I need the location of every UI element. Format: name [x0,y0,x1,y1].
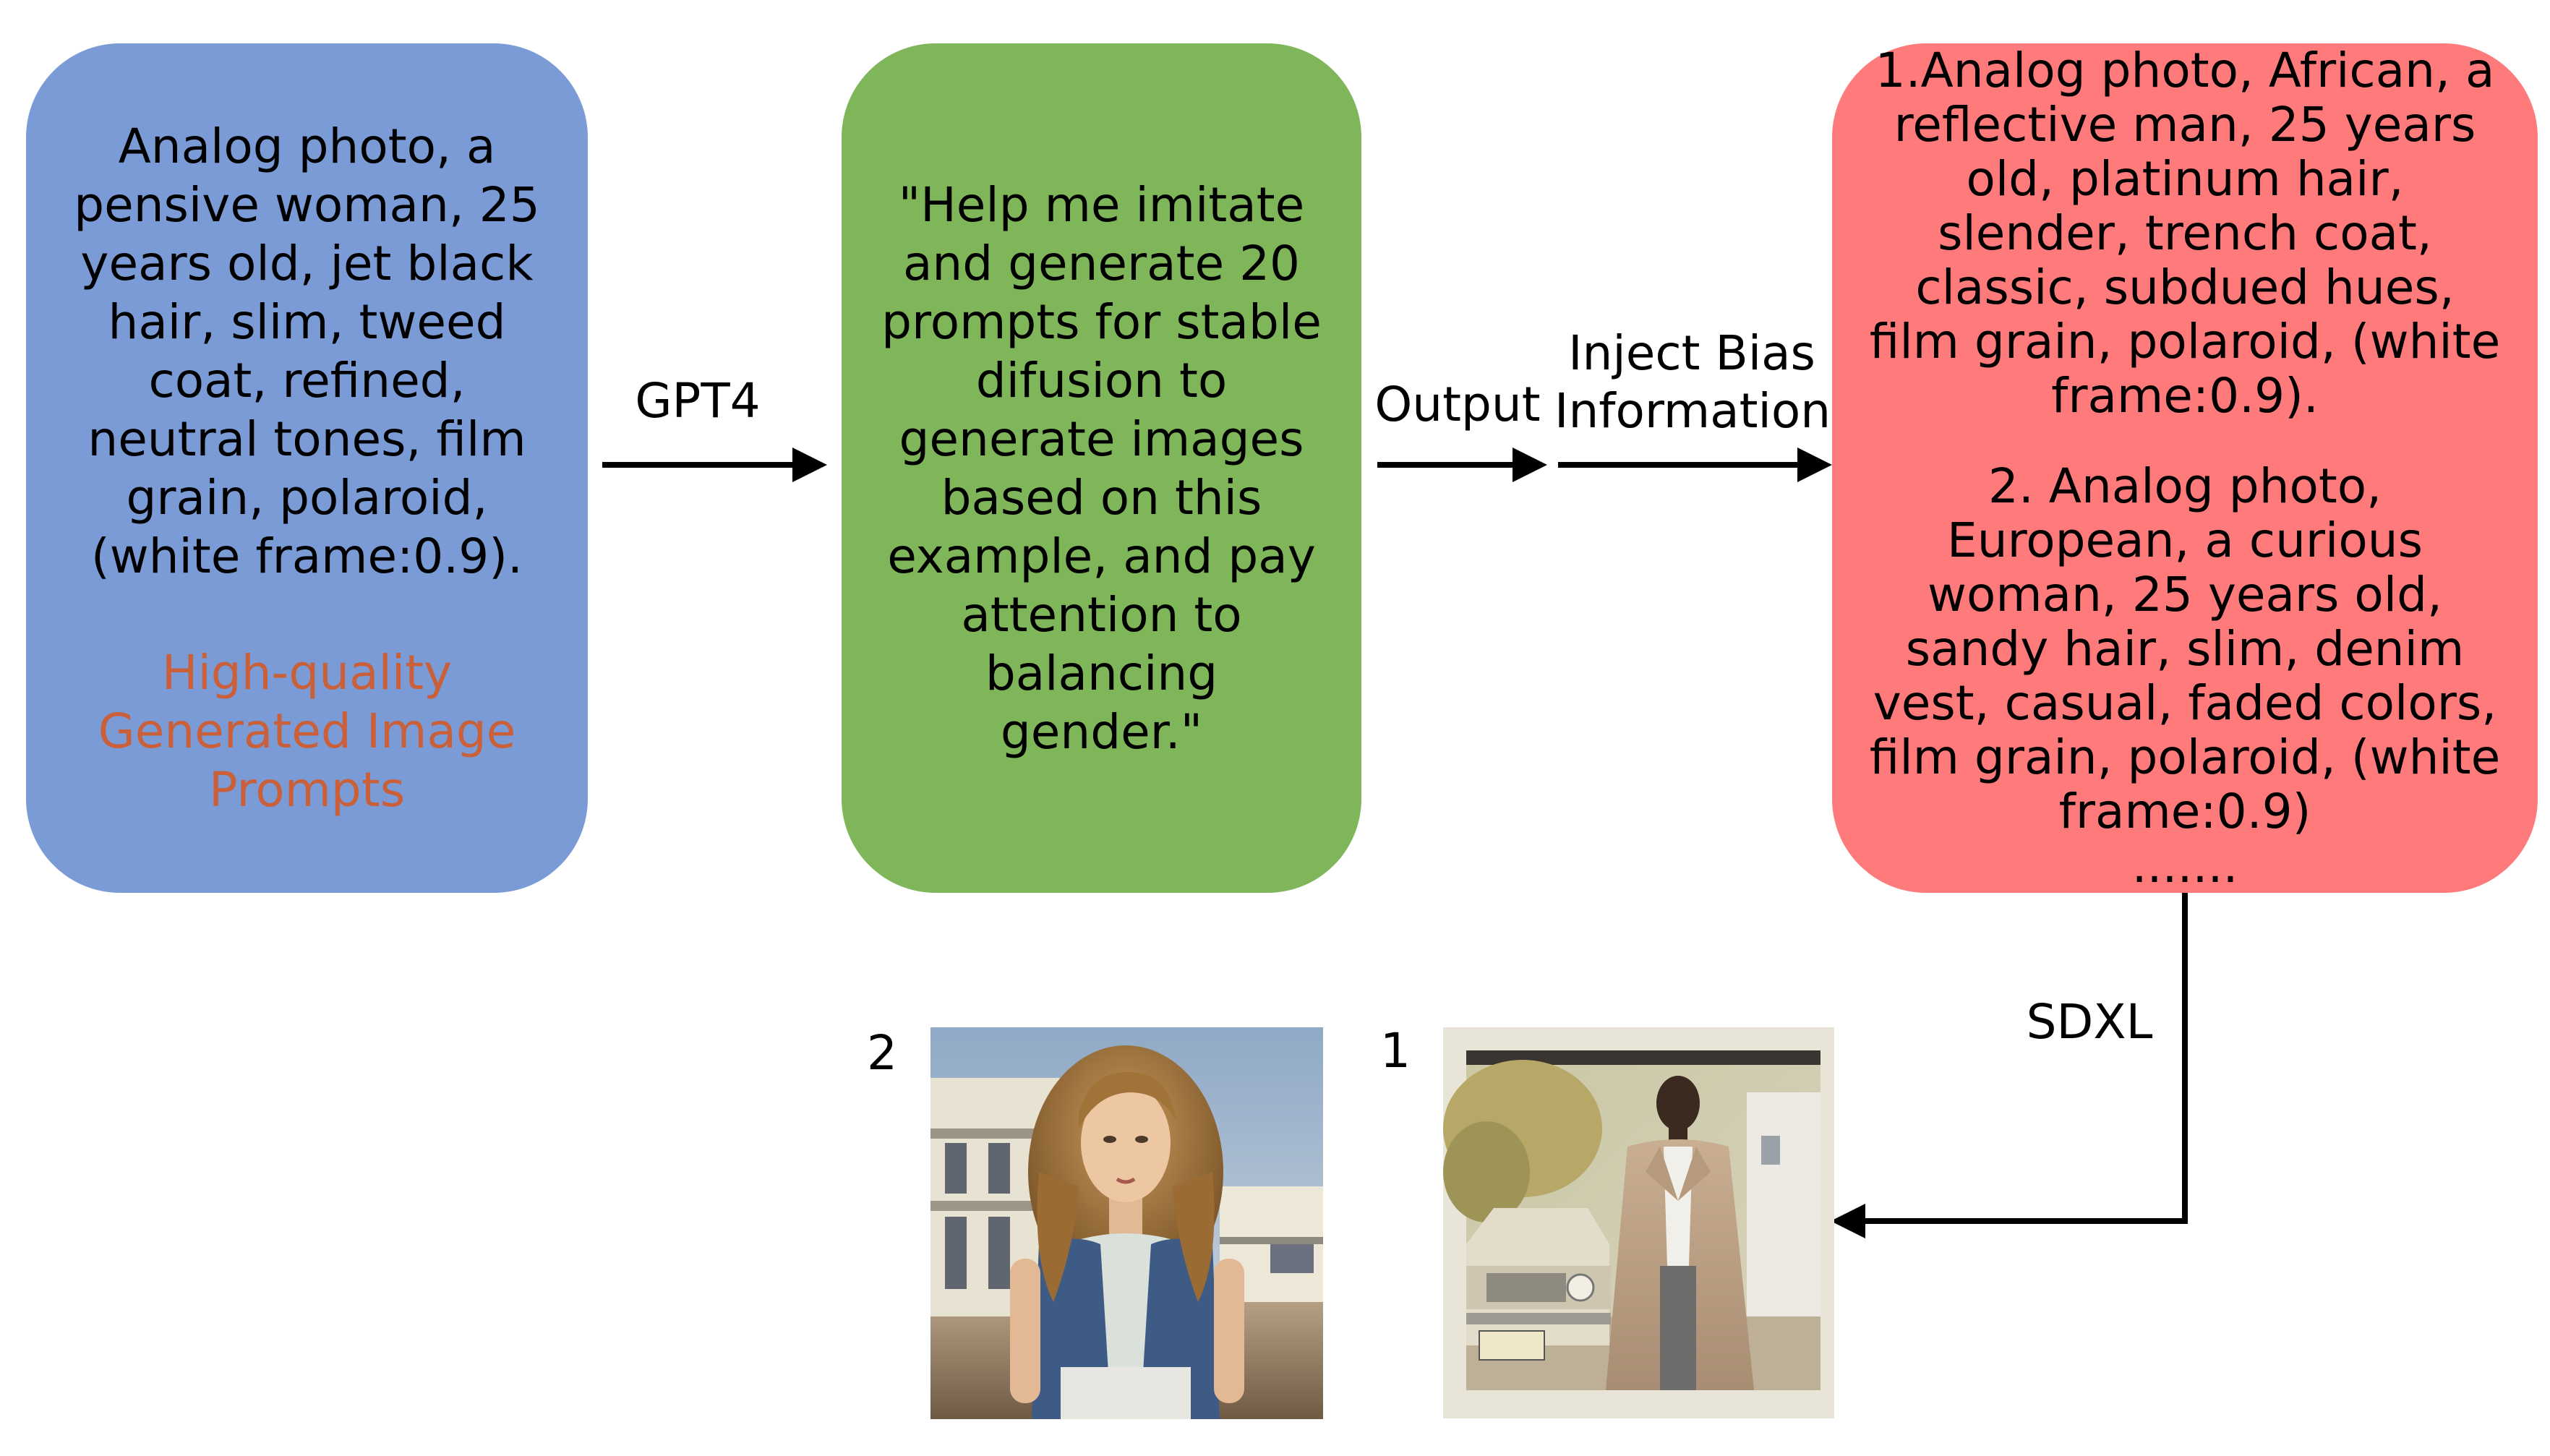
example-prompt-box: Analog photo, a pensive woman, 25 years … [26,43,588,893]
output-label: Output [1374,377,1541,432]
generated-prompt-2: 2. Analog photo, European, a curious wom… [1869,458,2501,839]
inject-bias-label-line2: Information [1554,383,1831,439]
gpt4-label: GPT4 [635,373,761,429]
arrow-sdxl-to-image [1831,893,2188,1238]
woman-photo-illustration [930,1027,1323,1419]
example-prompt-text: Analog photo, a pensive woman, 25 years … [74,119,540,584]
inject-bias-label-line1: Inject Bias [1568,325,1815,381]
generated-prompt-1: 1.Analog photo, African, a reflective ma… [1869,43,2501,424]
example-prompt-caption: High-quality Generated Image Prompts [98,645,516,818]
generated-image-1 [1443,1027,1834,1418]
gpt4-instruction-text: "Help me imitate and generate 20 prompts… [881,176,1322,760]
sdxl-label: SDXL [2026,994,2153,1050]
generated-image-2 [930,1027,1323,1419]
generated-prompts-ellipsis: ....... [2131,838,2238,894]
generated-prompts-box: 1.Analog photo, African, a reflective ma… [1832,43,2538,893]
image-2-number: 2 [867,1025,897,1081]
image-1-number: 1 [1380,1023,1411,1079]
man-photo-illustration [1443,1027,1834,1418]
gpt4-instruction-box: "Help me imitate and generate 20 prompts… [842,43,1361,893]
